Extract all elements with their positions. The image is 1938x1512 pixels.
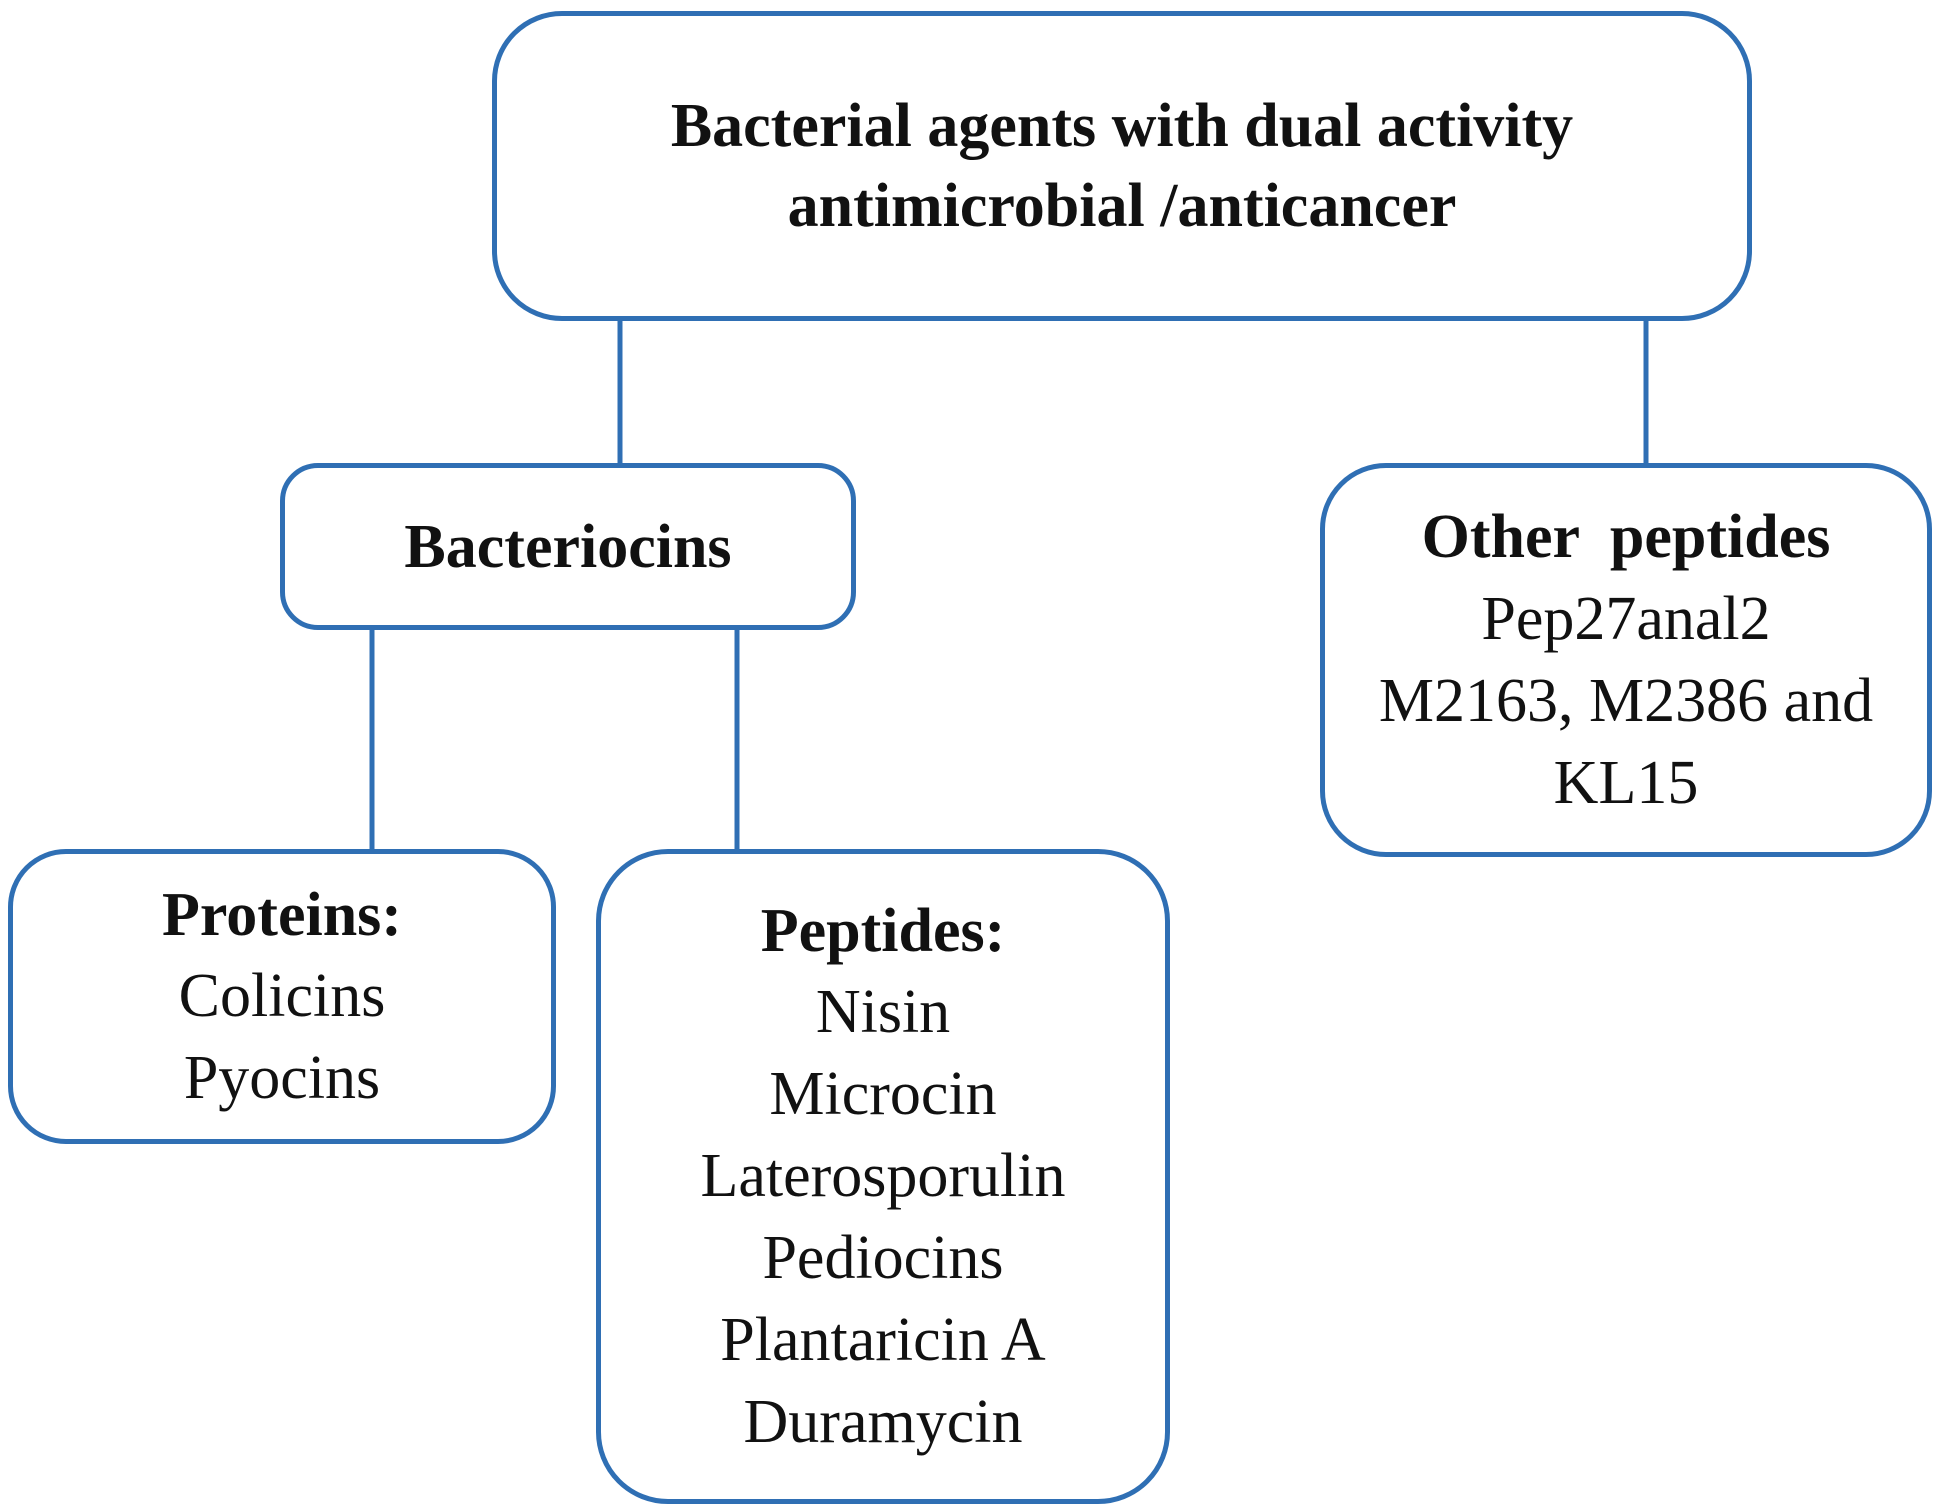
other-peptides-item: Pep27anal2 [1481, 585, 1771, 653]
peptides-heading: Peptides: [760, 896, 1006, 965]
bacteriocins-node: Bacteriocins [280, 463, 856, 630]
root-title-line-1: Bacterial agents with dual activity [670, 92, 1574, 160]
peptides-item: Nisin [815, 977, 951, 1046]
other-peptides-item: KL15 [1553, 749, 1699, 817]
peptides-item: Duramycin [743, 1387, 1023, 1456]
proteins-item: Pyocins [183, 1043, 381, 1112]
peptides-node: Peptides: Nisin Microcin Laterosporulin … [596, 849, 1170, 1504]
peptides-item: Plantaricin A [720, 1305, 1046, 1374]
bacteriocins-label: Bacteriocins [404, 512, 732, 581]
peptides-item: Pediocins [762, 1223, 1004, 1292]
other-peptides-item: M2163, M2386 and [1378, 667, 1874, 735]
proteins-heading: Proteins: [162, 880, 402, 949]
root-title-line-2: antimicrobial /anticancer [787, 172, 1457, 240]
peptides-item: Laterosporulin [700, 1141, 1066, 1210]
other-peptides-node: Other peptides Pep27anal2 M2163, M2386 a… [1320, 463, 1932, 857]
peptides-item: Microcin [769, 1059, 997, 1128]
proteins-node: Proteins: Colicins Pyocins [8, 849, 556, 1144]
root-node: Bacterial agents with dual activity anti… [492, 11, 1752, 321]
other-peptides-heading: Other peptides [1421, 503, 1831, 571]
proteins-item: Colicins [178, 961, 386, 1030]
